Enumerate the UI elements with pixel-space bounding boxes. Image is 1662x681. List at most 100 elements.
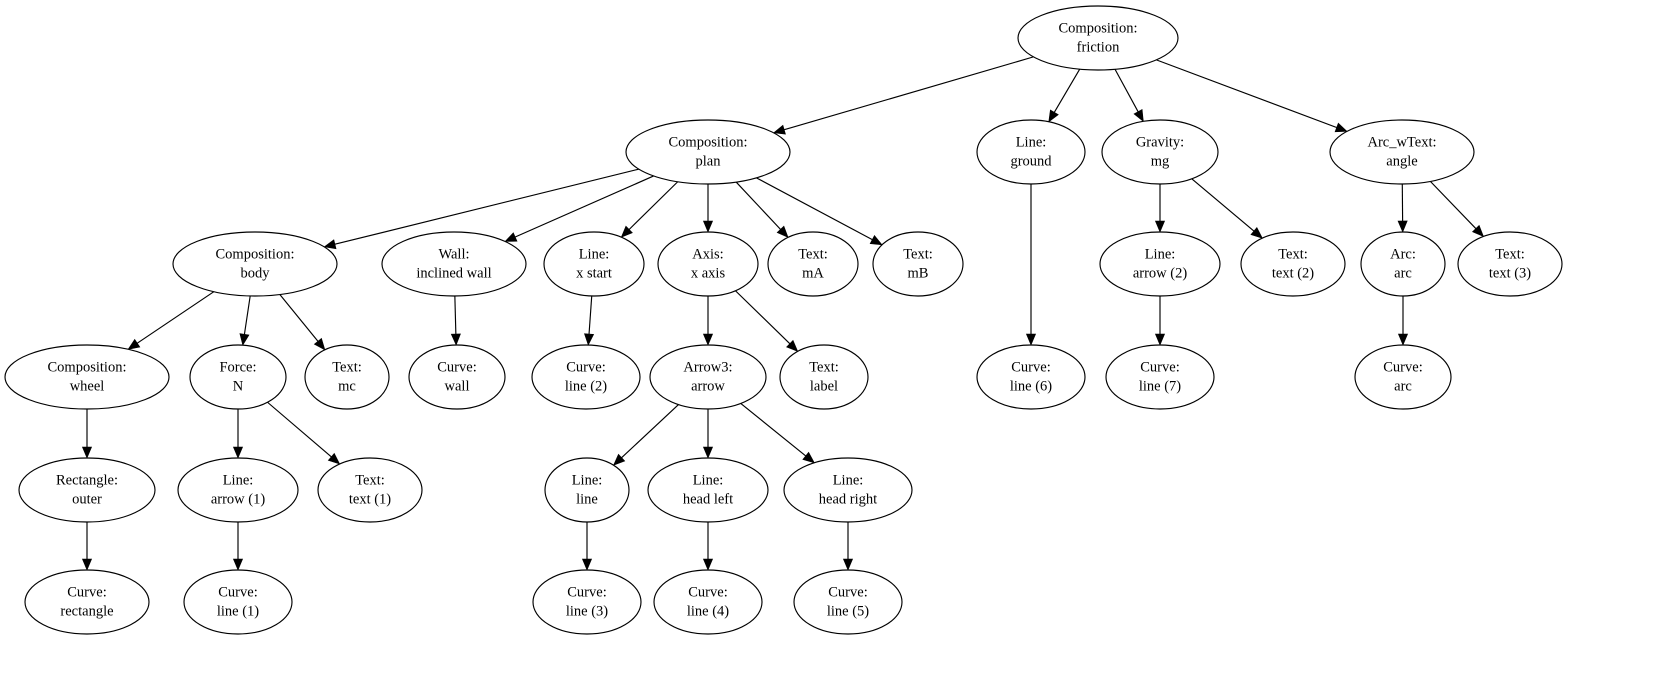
graph-node-rectangle[interactable]: Curve:rectangle	[24, 569, 150, 635]
graph-node-wall[interactable]: Curve:wall	[408, 344, 506, 410]
node-ellipse[interactable]	[783, 457, 913, 523]
node-label-type: Composition:	[48, 359, 127, 375]
node-ellipse[interactable]	[1457, 231, 1563, 297]
node-ellipse[interactable]	[189, 344, 287, 410]
edge-line	[1191, 178, 1255, 232]
graph-node-line6[interactable]: Curve:line (6)	[976, 344, 1086, 410]
graph-node-line7[interactable]: Curve:line (7)	[1105, 344, 1215, 410]
edge-arc-to-arccurve	[1397, 296, 1409, 346]
graph-node-xstart[interactable]: Line:x start	[543, 231, 645, 297]
node-ellipse[interactable]	[647, 457, 769, 523]
edge-line	[267, 401, 332, 458]
node-label-type: Rectangle:	[56, 472, 118, 488]
node-ellipse[interactable]	[172, 231, 338, 297]
graph-node-arc[interactable]: Arc:arc	[1360, 231, 1446, 297]
edge-line	[735, 290, 791, 345]
graph-node-line3[interactable]: Curve:line (3)	[532, 569, 642, 635]
node-ellipse[interactable]	[531, 344, 641, 410]
graph-node-line4[interactable]: Curve:line (4)	[653, 569, 763, 635]
arrowhead-icon	[842, 558, 854, 571]
arrowhead-icon	[1025, 333, 1037, 346]
node-label-type: Curve:	[218, 584, 257, 600]
node-label-type: Text:	[1278, 246, 1308, 262]
graph-node-angle[interactable]: Arc_wText:angle	[1329, 119, 1475, 185]
node-ellipse[interactable]	[18, 457, 156, 523]
node-ellipse[interactable]	[543, 231, 645, 297]
graph-node-text3[interactable]: Text:text (3)	[1457, 231, 1563, 297]
graph-node-body[interactable]: Composition:body	[172, 231, 338, 297]
arrowhead-icon	[232, 446, 244, 459]
arrowhead-icon	[1133, 109, 1144, 123]
graph-node-mB[interactable]: Text:mB	[872, 231, 964, 297]
node-ellipse[interactable]	[177, 457, 299, 523]
arrowhead-icon	[702, 220, 714, 233]
node-ellipse[interactable]	[1099, 231, 1221, 297]
node-ellipse[interactable]	[24, 569, 150, 635]
node-ellipse[interactable]	[1105, 344, 1215, 410]
graph-node-N[interactable]: Force:N	[189, 344, 287, 410]
node-ellipse[interactable]	[1240, 231, 1346, 297]
node-ellipse[interactable]	[1354, 344, 1452, 410]
edge-line	[784, 56, 1034, 131]
node-ellipse[interactable]	[544, 457, 630, 523]
node-label-type: Line:	[1145, 246, 1176, 262]
graph-node-mg[interactable]: Gravity:mg	[1101, 119, 1219, 185]
graph-node-headright[interactable]: Line:head right	[783, 457, 913, 523]
node-label-type: Text:	[1495, 246, 1525, 262]
node-label-type: Curve:	[1011, 359, 1050, 375]
graph-node-mc[interactable]: Text:mc	[304, 344, 390, 410]
graph-node-line1[interactable]: Curve:line (1)	[183, 569, 293, 635]
node-ellipse[interactable]	[1017, 5, 1179, 71]
graph-node-xaxis[interactable]: Axis:x axis	[657, 231, 759, 297]
edge-friction-to-mg	[1114, 68, 1144, 123]
node-ellipse[interactable]	[793, 569, 903, 635]
graph-node-line[interactable]: Line:line	[544, 457, 630, 523]
node-ellipse[interactable]	[381, 231, 527, 297]
graph-node-arrow1[interactable]: Line:arrow (1)	[177, 457, 299, 523]
graph-node-outer[interactable]: Rectangle: outer	[18, 457, 156, 523]
graph-node-line2[interactable]: Curve:line (2)	[531, 344, 641, 410]
node-ellipse[interactable]	[183, 569, 293, 635]
graph-node-wheel[interactable]: Composition:wheel	[4, 344, 170, 410]
node-ellipse[interactable]	[779, 344, 869, 410]
node-label-name: x axis	[691, 265, 726, 281]
node-ellipse[interactable]	[1101, 119, 1219, 185]
node-label-name: arrow	[691, 378, 725, 394]
node-ellipse[interactable]	[649, 344, 767, 410]
arrowhead-icon	[869, 235, 883, 246]
node-ellipse[interactable]	[408, 344, 506, 410]
node-ellipse[interactable]	[532, 569, 642, 635]
graph-node-plan[interactable]: Composition:plan	[625, 119, 791, 185]
node-ellipse[interactable]	[317, 457, 423, 523]
graph-node-arrow3[interactable]: Arrow3:arrow	[649, 344, 767, 410]
graph-node-friction[interactable]: Composition:friction	[1017, 5, 1179, 71]
graph-node-text1[interactable]: Text:text (1)	[317, 457, 423, 523]
edge-mg-to-text2	[1191, 178, 1263, 239]
graph-node-inclined[interactable]: Wall:inclined wall	[381, 231, 527, 297]
node-label-name: outer	[72, 491, 102, 507]
node-ellipse[interactable]	[872, 231, 964, 297]
graph-node-arrow2[interactable]: Line:arrow (2)	[1099, 231, 1221, 297]
node-ellipse[interactable]	[653, 569, 763, 635]
edge-angle-to-arc	[1397, 183, 1408, 233]
node-ellipse[interactable]	[304, 344, 390, 410]
node-ellipse[interactable]	[625, 119, 791, 185]
node-ellipse[interactable]	[1360, 231, 1446, 297]
node-ellipse[interactable]	[657, 231, 759, 297]
arrowhead-icon	[772, 124, 786, 135]
graph-node-label[interactable]: Text:label	[779, 344, 869, 410]
node-ellipse[interactable]	[976, 119, 1086, 185]
graph-node-headleft[interactable]: Line:head left	[647, 457, 769, 523]
node-ellipse[interactable]	[4, 344, 170, 410]
graph-node-text2[interactable]: Text:text (2)	[1240, 231, 1346, 297]
graph-node-line5[interactable]: Curve:line (5)	[793, 569, 903, 635]
node-ellipse[interactable]	[767, 231, 859, 297]
node-ellipse[interactable]	[1329, 119, 1475, 185]
node-label-type: Curve:	[828, 584, 867, 600]
node-ellipse[interactable]	[976, 344, 1086, 410]
edge-body-to-N	[239, 295, 251, 346]
graph-node-arccurve[interactable]: Curve:arc	[1354, 344, 1452, 410]
graph-node-mA[interactable]: Text:mA	[767, 231, 859, 297]
node-label-type: Composition:	[216, 246, 295, 262]
graph-node-ground[interactable]: Line:ground	[976, 119, 1086, 185]
